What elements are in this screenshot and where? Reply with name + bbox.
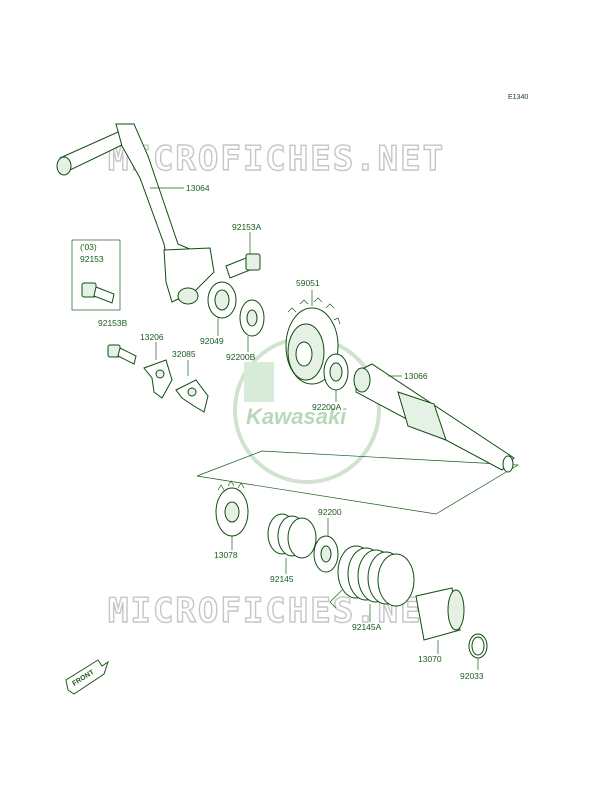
label-92153a: 92153A [232, 222, 262, 232]
logo-text: Kawasaki [246, 404, 347, 429]
washer-92200a[interactable] [323, 353, 349, 391]
oil-seal-92049[interactable] [207, 281, 237, 319]
holder-32085[interactable] [175, 379, 209, 413]
washer-92200b[interactable] [239, 299, 265, 337]
washer-92200[interactable] [313, 535, 339, 573]
label-13078: 13078 [214, 550, 238, 560]
label-13066: 13066 [404, 371, 428, 381]
bolt-92153a[interactable] [225, 253, 261, 279]
assembly-frame [196, 450, 520, 515]
guide-13070[interactable] [415, 587, 465, 641]
label-32085: 32085 [172, 349, 196, 359]
diagram-code: E1340 [508, 94, 528, 101]
label-92153: 92153 [80, 254, 104, 264]
spring-92145[interactable] [267, 513, 317, 559]
kick-shaft-13066[interactable] [353, 363, 515, 473]
year-note-box [71, 239, 121, 311]
label-92049: 92049 [200, 336, 224, 346]
label-13070: 13070 [418, 654, 442, 664]
label-13064: 13064 [186, 183, 210, 193]
front-arrow-icon: FRONT [65, 659, 109, 695]
circlip-92033[interactable] [468, 633, 488, 659]
label-92200a: 92200A [312, 402, 342, 412]
watermark-top: MICROFICHES.NET [108, 139, 445, 179]
label-92033: 92033 [460, 671, 484, 681]
label-59051: 59051 [296, 278, 320, 288]
bolt-92153[interactable] [81, 282, 115, 304]
ratchet-gear-13078[interactable] [215, 480, 249, 537]
plate-13206[interactable] [143, 359, 173, 399]
bolt-92153b[interactable] [107, 344, 137, 365]
spring-92145a[interactable] [329, 545, 415, 609]
kick-pedal[interactable] [56, 123, 215, 305]
label-92153b: 92153B [98, 318, 128, 328]
label-92200: 92200 [318, 507, 342, 517]
label-92145a: 92145A [352, 622, 382, 632]
kawasaki-logo: Kawasaki [233, 336, 381, 484]
year-note: ('03) [80, 242, 97, 252]
label-92145: 92145 [270, 574, 294, 584]
label-92200b: 92200B [226, 352, 256, 362]
label-13206: 13206 [140, 332, 164, 342]
